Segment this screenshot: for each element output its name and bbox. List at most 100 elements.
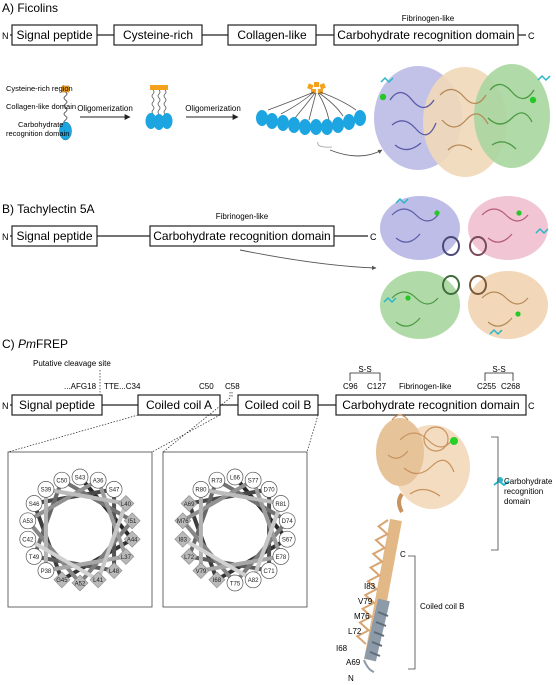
marker-c268: C268 bbox=[501, 382, 521, 391]
legend-collagen-like: Collagen-like domain bbox=[6, 102, 76, 111]
wheel-residue-shape bbox=[174, 530, 192, 548]
residue-a69: A69 bbox=[346, 658, 361, 667]
wheel-residue-label: I51 bbox=[128, 519, 137, 525]
residue-i83: I83 bbox=[364, 582, 376, 591]
wheel-residue-label: T75 bbox=[230, 581, 241, 587]
wheel-residue-label: E78 bbox=[276, 555, 287, 561]
domain-crd-c: Carbohydrate recognition domain bbox=[342, 398, 519, 412]
wheel-residue-label: S46 bbox=[29, 502, 40, 508]
marker-tte-c34: TTE...C34 bbox=[104, 382, 141, 391]
domain-signal-peptide-c: Signal peptide bbox=[19, 398, 95, 412]
panel-c: C) PmFREP Putative cleavage site ...AFG1… bbox=[2, 337, 553, 683]
wheel-residue-label: A36 bbox=[93, 478, 104, 484]
panel-b: B) Tachylectin 5A Fibrinogen-like N C Si… bbox=[2, 196, 549, 339]
wheel-residue-label: R73 bbox=[211, 478, 223, 484]
wheel-residue-shape bbox=[105, 481, 123, 498]
residue-l72: L72 bbox=[348, 627, 362, 636]
wheel-residue-label: T49 bbox=[29, 555, 40, 561]
wheel-residue-shape bbox=[19, 530, 37, 548]
wheel-residue-shape bbox=[71, 468, 89, 486]
wheel-residue-shape bbox=[117, 548, 135, 565]
n-terminus-c: N bbox=[2, 401, 9, 411]
wheel-residue-shape bbox=[226, 468, 244, 486]
structure-crd-line1: Carbohydrate bbox=[504, 477, 553, 486]
tachylectin-structure bbox=[380, 196, 549, 339]
oligomerization-2: Oligomerization bbox=[185, 104, 241, 113]
wheel-residue-label: P38 bbox=[41, 569, 52, 575]
wheel-residue-label: S43 bbox=[75, 475, 86, 481]
wheel-residue-shape bbox=[71, 574, 89, 592]
wheel-residue-label: D70 bbox=[264, 488, 276, 494]
wheel-residue-shape bbox=[192, 562, 210, 580]
marker-c96: C96 bbox=[343, 382, 358, 391]
wheel-residue-label: A82 bbox=[248, 578, 259, 584]
n-terminus: N bbox=[2, 31, 9, 41]
fibrinogen-label-c: Fibrinogen-like bbox=[399, 382, 452, 391]
wheel-residue-shape bbox=[208, 471, 226, 489]
domain-coiled-coil-b: Coiled coil B bbox=[245, 398, 312, 412]
panel-a: A) Ficolins N C Signal peptide Cysteine-… bbox=[2, 1, 551, 177]
helical-wheel-a: S43A36S47L40I51A44L37L48L41A52G45P38T49C… bbox=[19, 468, 141, 592]
domain-cysteine-rich: Cysteine-rich bbox=[123, 28, 193, 42]
structure-crd-line3: domain bbox=[504, 497, 530, 506]
wheel-residue-label: M76 bbox=[177, 519, 189, 525]
domain-coiled-coil-a: Coiled coil A bbox=[146, 398, 212, 412]
panel-c-title: C) PmFREP bbox=[2, 337, 68, 351]
wheel-residue-shape bbox=[19, 512, 37, 530]
wheel-residue-label: I68 bbox=[213, 578, 222, 584]
coiled-coil-helix bbox=[355, 518, 402, 662]
residue-i68: I68 bbox=[336, 644, 348, 653]
wheel-residue-shape bbox=[278, 512, 296, 530]
n-terminus-b: N bbox=[2, 232, 9, 242]
wheel-residue-label: A52 bbox=[75, 581, 86, 587]
residue-m76: M76 bbox=[354, 612, 370, 621]
domain-signal-peptide: Signal peptide bbox=[16, 28, 92, 42]
wheel-residue-label: A44 bbox=[127, 538, 138, 544]
disulfide-2: S-S bbox=[492, 365, 505, 374]
wheel-residue-shape bbox=[123, 512, 141, 530]
c-terminus: C bbox=[528, 31, 535, 41]
ficolin-structure bbox=[374, 64, 551, 177]
bouquet-schematic bbox=[256, 82, 366, 148]
helical-wheel-b: L66S77D70R81D74S67E78C71A82T75I68V79L72I… bbox=[174, 468, 296, 592]
structure-c-terminus: C bbox=[400, 550, 406, 559]
wheel-residue-shape bbox=[272, 495, 290, 512]
wheel-residue-label: C50 bbox=[56, 478, 68, 484]
wheel-residue-shape bbox=[260, 562, 278, 579]
wheel-residue-shape bbox=[174, 512, 192, 530]
wheel-residue-label: C42 bbox=[22, 538, 34, 544]
wheel-residue-shape bbox=[260, 481, 278, 498]
marker-c58: C58 bbox=[225, 382, 240, 391]
marker-afg18: ...AFG18 bbox=[64, 382, 97, 391]
wheel-residue-label: L41 bbox=[93, 578, 104, 584]
pmfrep-structure bbox=[355, 414, 510, 673]
wheel-residue-shape bbox=[25, 495, 43, 512]
wheel-residue-label: V79 bbox=[196, 569, 207, 575]
domain-collagen-like: Collagen-like bbox=[237, 28, 307, 42]
structure-n-terminus: N bbox=[348, 674, 354, 683]
wheel-residue-label: L40 bbox=[121, 502, 132, 508]
wheel-residue-label: R81 bbox=[275, 502, 287, 508]
domain-crd: Carbohydrate recognition domain bbox=[337, 28, 514, 42]
structure-crd-line2: recognition bbox=[504, 487, 543, 496]
domain-crd-b: Carbohydrate recognition domain bbox=[153, 229, 330, 243]
wheel-residue-shape bbox=[53, 471, 71, 489]
wheel-residue-shape bbox=[226, 574, 244, 592]
wheel-residue-shape bbox=[244, 571, 262, 589]
wheel-residue-shape bbox=[192, 481, 210, 498]
monomer-schematic bbox=[59, 85, 72, 141]
wheel-residue-label: L72 bbox=[184, 555, 195, 561]
wheel-residue-label: S67 bbox=[282, 538, 293, 544]
wheel-residue-label: S77 bbox=[248, 478, 259, 484]
wheel-residue-label: A53 bbox=[22, 519, 33, 525]
wheel-residue-shape bbox=[89, 571, 107, 589]
panel-a-title: A) Ficolins bbox=[2, 1, 58, 15]
wheel-residue-label: S39 bbox=[41, 488, 52, 494]
disulfide-1: S-S bbox=[358, 365, 371, 374]
wheel-residue-label: L66 bbox=[230, 475, 241, 481]
legend-crd-line1: Carbohydrate bbox=[18, 120, 63, 129]
wheel-residue-shape bbox=[25, 548, 43, 565]
domain-signal-peptide-b: Signal peptide bbox=[16, 229, 92, 243]
cleavage-site-label: Putative cleavage site bbox=[33, 359, 111, 368]
wheel-residue-label: I83 bbox=[179, 538, 188, 544]
